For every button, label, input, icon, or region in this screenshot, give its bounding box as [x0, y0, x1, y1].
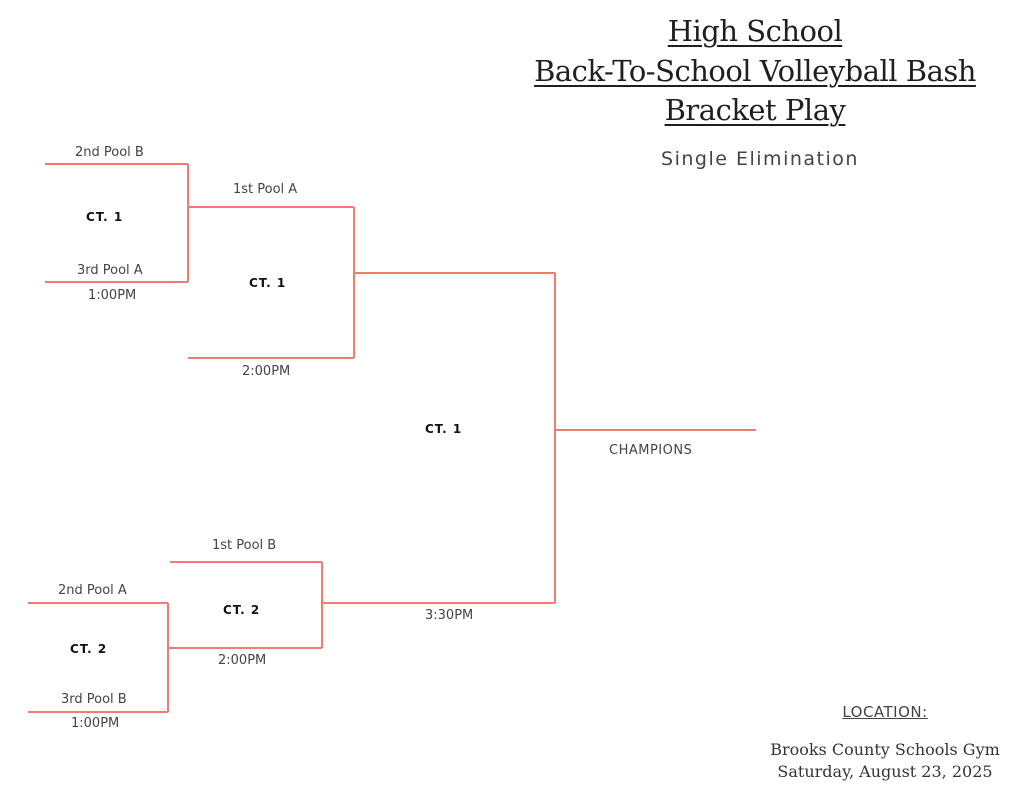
title-line-2: Back-To-School Volleyball Bash: [534, 54, 976, 88]
court-top-m2: CT. 1: [249, 276, 287, 290]
court-bot-m1: CT. 2: [70, 642, 108, 656]
slot-top-m1-team1: 2nd Pool B: [75, 145, 144, 160]
time-top-m2: 2:00PM: [242, 364, 291, 379]
slot-bot-m2-team1: 1st Pool B: [212, 538, 277, 553]
slot-top-m1-team2: 3rd Pool A: [77, 263, 143, 278]
location-venue: Brooks County Schools Gym: [770, 740, 1000, 759]
slot-bot-m1-team1: 2nd Pool A: [58, 583, 127, 598]
time-final: 3:30PM: [425, 608, 474, 623]
location-label: LOCATION:: [842, 703, 928, 721]
champions-label: CHAMPIONS: [609, 443, 693, 458]
court-top-m1: CT. 1: [86, 210, 124, 224]
time-bot-m2: 2:00PM: [218, 653, 267, 668]
subtitle: Single Elimination: [661, 148, 859, 170]
court-final: CT. 1: [425, 422, 463, 436]
court-bot-m2: CT. 2: [223, 603, 261, 617]
title-line-3: Bracket Play: [664, 93, 846, 127]
location-date: Saturday, August 23, 2025: [777, 762, 993, 781]
slot-bot-m1-team2: 3rd Pool B: [61, 692, 127, 707]
slot-top-m2-team1: 1st Pool A: [233, 182, 298, 197]
time-bot-m1: 1:00PM: [71, 716, 120, 731]
time-top-m1: 1:00PM: [88, 288, 137, 303]
title-line-1: High School: [667, 14, 843, 48]
